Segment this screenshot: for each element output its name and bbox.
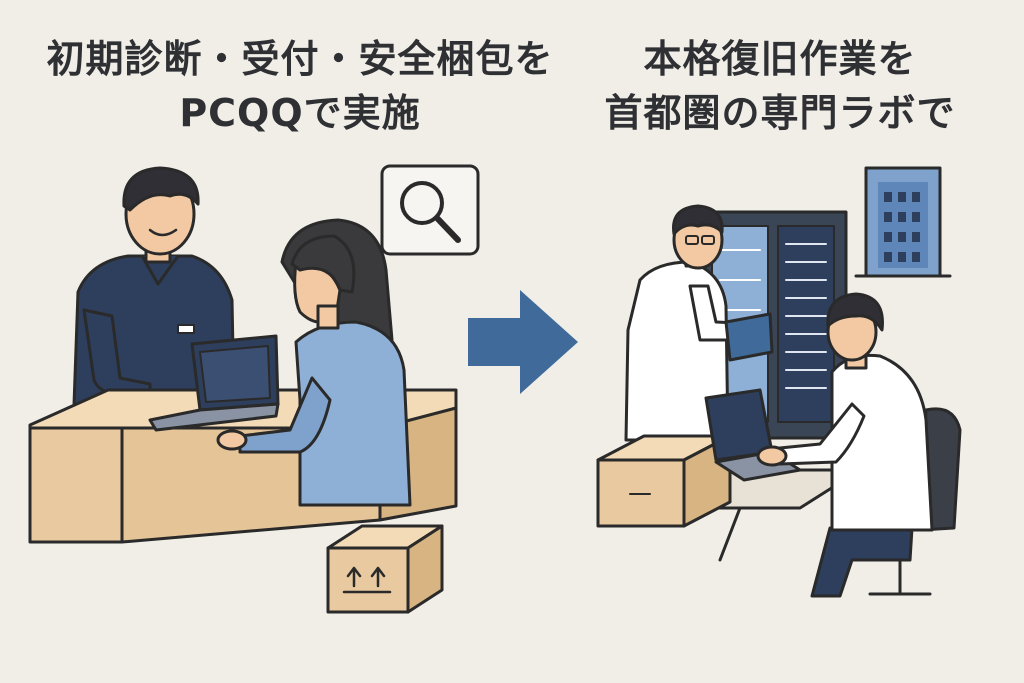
customer-person — [216, 218, 412, 507]
magnifier-icon — [380, 164, 480, 256]
right-title-line2: 首都圏の専門ラボで — [604, 91, 956, 135]
laptop-left — [148, 334, 280, 432]
right-arrow-icon — [468, 290, 578, 394]
staff-person — [72, 166, 236, 412]
building-icon — [854, 166, 952, 278]
left-title-line2: PCQQで実施 — [179, 91, 421, 135]
left-title: 初期診断・受付・安全梱包を PCQQで実施 — [30, 32, 570, 140]
right-title-line1: 本格復旧作業を — [643, 37, 917, 81]
right-title: 本格復旧作業を 首都圏の専門ラボで — [570, 32, 990, 140]
this-side-up-icon — [326, 524, 444, 614]
technician-seated — [756, 292, 934, 598]
left-title-line1: 初期診断・受付・安全梱包を — [46, 37, 554, 81]
technician-standing — [624, 204, 774, 442]
shipping-box — [596, 434, 732, 528]
